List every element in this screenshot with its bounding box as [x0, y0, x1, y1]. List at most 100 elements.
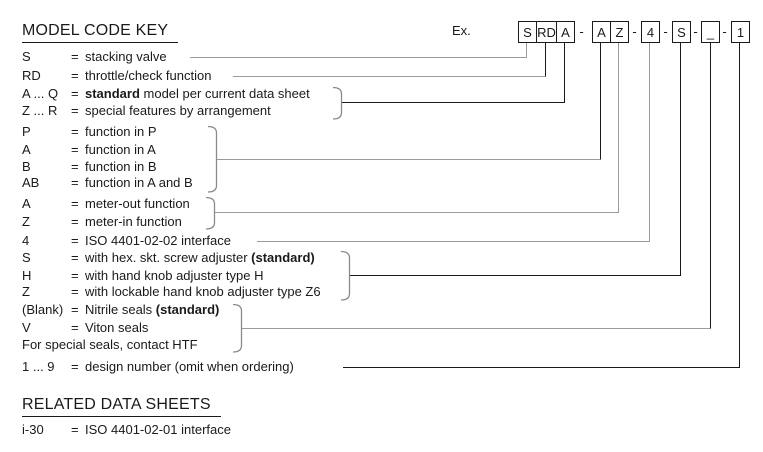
- row-code: AB: [22, 175, 40, 190]
- example-box-3: A: [556, 21, 575, 43]
- row-equals: =: [71, 68, 79, 83]
- row-desc-text: ISO 4401-02-02 interface: [85, 233, 231, 248]
- key-row-note: For special seals, contact HTF: [22, 336, 198, 354]
- connector-line: [349, 43, 681, 276]
- example-box-5: Z: [610, 21, 629, 43]
- row-equals: =: [71, 86, 79, 101]
- row-code: RD: [22, 68, 41, 83]
- row-desc: function in B: [85, 159, 157, 174]
- row-desc: ISO 4401-02-02 interface: [85, 233, 231, 248]
- row-desc-text: Nitrile seals: [85, 302, 156, 317]
- row-desc-text: meter-in function: [85, 214, 182, 229]
- row-code: A: [22, 196, 31, 211]
- row-equals: =: [71, 250, 79, 265]
- key-row: Z=with lockable hand knob adjuster type …: [22, 283, 321, 301]
- row-desc-text: with lockable hand knob adjuster type Z6: [85, 284, 321, 299]
- key-row: H = with hand knob adjuster type H: [22, 267, 264, 285]
- row-code: B: [22, 159, 31, 174]
- row-desc-text: ISO 4401-02-01 interface: [85, 422, 231, 437]
- row-desc-text: meter-out function: [85, 196, 190, 211]
- code-separator: -: [722, 24, 727, 39]
- connector-line: [341, 43, 565, 103]
- key-row: Z = meter-in function: [22, 213, 182, 231]
- row-desc: function in A: [85, 142, 156, 157]
- code-separator: -: [632, 24, 637, 39]
- row-equals: =: [71, 233, 79, 248]
- row-equals: =: [71, 359, 79, 374]
- row-desc-text: Viton seals: [85, 320, 149, 335]
- connector-line: [190, 43, 527, 58]
- row-code: 1 ... 9: [22, 359, 55, 374]
- row-desc: with lockable hand knob adjuster type Z6: [85, 284, 321, 299]
- row-desc-text: function in A: [85, 142, 156, 157]
- row-desc: throttle/check function: [85, 68, 211, 83]
- page-title: MODEL CODE KEY: [22, 22, 179, 43]
- row-code: V: [22, 320, 31, 335]
- row-code: i-30: [22, 422, 44, 437]
- row-code: Z: [22, 214, 30, 229]
- group-brace: [205, 196, 216, 230]
- row-equals: =: [71, 124, 79, 139]
- row-equals: =: [71, 49, 79, 64]
- row-code: Z: [22, 284, 30, 299]
- row-desc-text: stacking valve: [85, 49, 167, 64]
- connector-line: [343, 43, 740, 368]
- example-box-7: S: [672, 21, 691, 43]
- row-desc-text: throttle/check function: [85, 68, 212, 83]
- key-row: S = stacking valve: [22, 48, 167, 66]
- row-desc: ISO 4401-02-01 interface: [85, 422, 231, 437]
- key-row: 1 ... 9=design number (omit when orderin…: [22, 358, 294, 376]
- key-row: A = meter-out function: [22, 195, 190, 213]
- row-equals: =: [71, 320, 79, 335]
- code-separator: -: [663, 24, 668, 39]
- row-equals: =: [71, 302, 79, 317]
- row-desc-text: with hand knob adjuster type H: [85, 268, 264, 283]
- row-desc-bold: standard: [85, 86, 140, 101]
- row-equals: =: [71, 214, 79, 229]
- row-desc-text: function in B: [85, 159, 157, 174]
- example-box-1: S: [518, 21, 537, 43]
- group-brace: [207, 125, 218, 193]
- group-brace: [232, 303, 243, 353]
- row-equals: =: [71, 196, 79, 211]
- connector-line: [214, 43, 619, 213]
- example-box-4: A: [592, 21, 611, 43]
- key-row: B = function in B: [22, 158, 157, 176]
- row-desc: with hand knob adjuster type H: [85, 268, 264, 283]
- row-equals: =: [71, 175, 79, 190]
- row-desc: standard model per current data sheet: [85, 86, 310, 101]
- key-row: A ... Q = standard model per current data …: [22, 85, 310, 103]
- key-row: AB = function in A and B: [22, 174, 193, 192]
- row-desc: function in A and B: [85, 175, 193, 190]
- row-equals: =: [71, 159, 79, 174]
- example-label: Ex.: [452, 23, 471, 38]
- row-desc: For special seals, contact HTF: [22, 337, 198, 352]
- row-code: 4: [22, 233, 30, 248]
- row-code: (Blank): [22, 302, 64, 317]
- example-box-2: RD: [536, 21, 557, 43]
- related-title: RELATED DATA SHEETS: [22, 396, 221, 417]
- row-code: H: [22, 268, 32, 283]
- row-desc-text: special features by arrangement: [85, 103, 271, 118]
- code-separator: -: [693, 24, 698, 39]
- row-equals: =: [71, 268, 79, 283]
- row-desc-text: model per current data sheet: [139, 86, 310, 101]
- row-desc: meter-in function: [85, 214, 182, 229]
- row-code: A ... Q: [22, 86, 59, 101]
- key-row: RD = throttle/check function: [22, 67, 211, 85]
- key-row: A=function in A: [22, 141, 156, 159]
- row-desc: meter-out function: [85, 196, 190, 211]
- key-row: Z ... R=special features by arrangement: [22, 102, 271, 120]
- row-desc: function in P: [85, 124, 157, 139]
- row-desc: Viton seals: [85, 320, 148, 335]
- example-box-6: 4: [641, 21, 660, 43]
- example-box-9: 1: [731, 21, 750, 43]
- row-desc: Nitrile seals (standard): [85, 302, 219, 317]
- key-row: V = Viton seals: [22, 319, 148, 337]
- connector-line: [257, 43, 650, 242]
- row-code: S: [22, 49, 31, 64]
- row-code: P: [22, 124, 31, 139]
- key-row: (Blank) = Nitrile seals (standard): [22, 301, 219, 319]
